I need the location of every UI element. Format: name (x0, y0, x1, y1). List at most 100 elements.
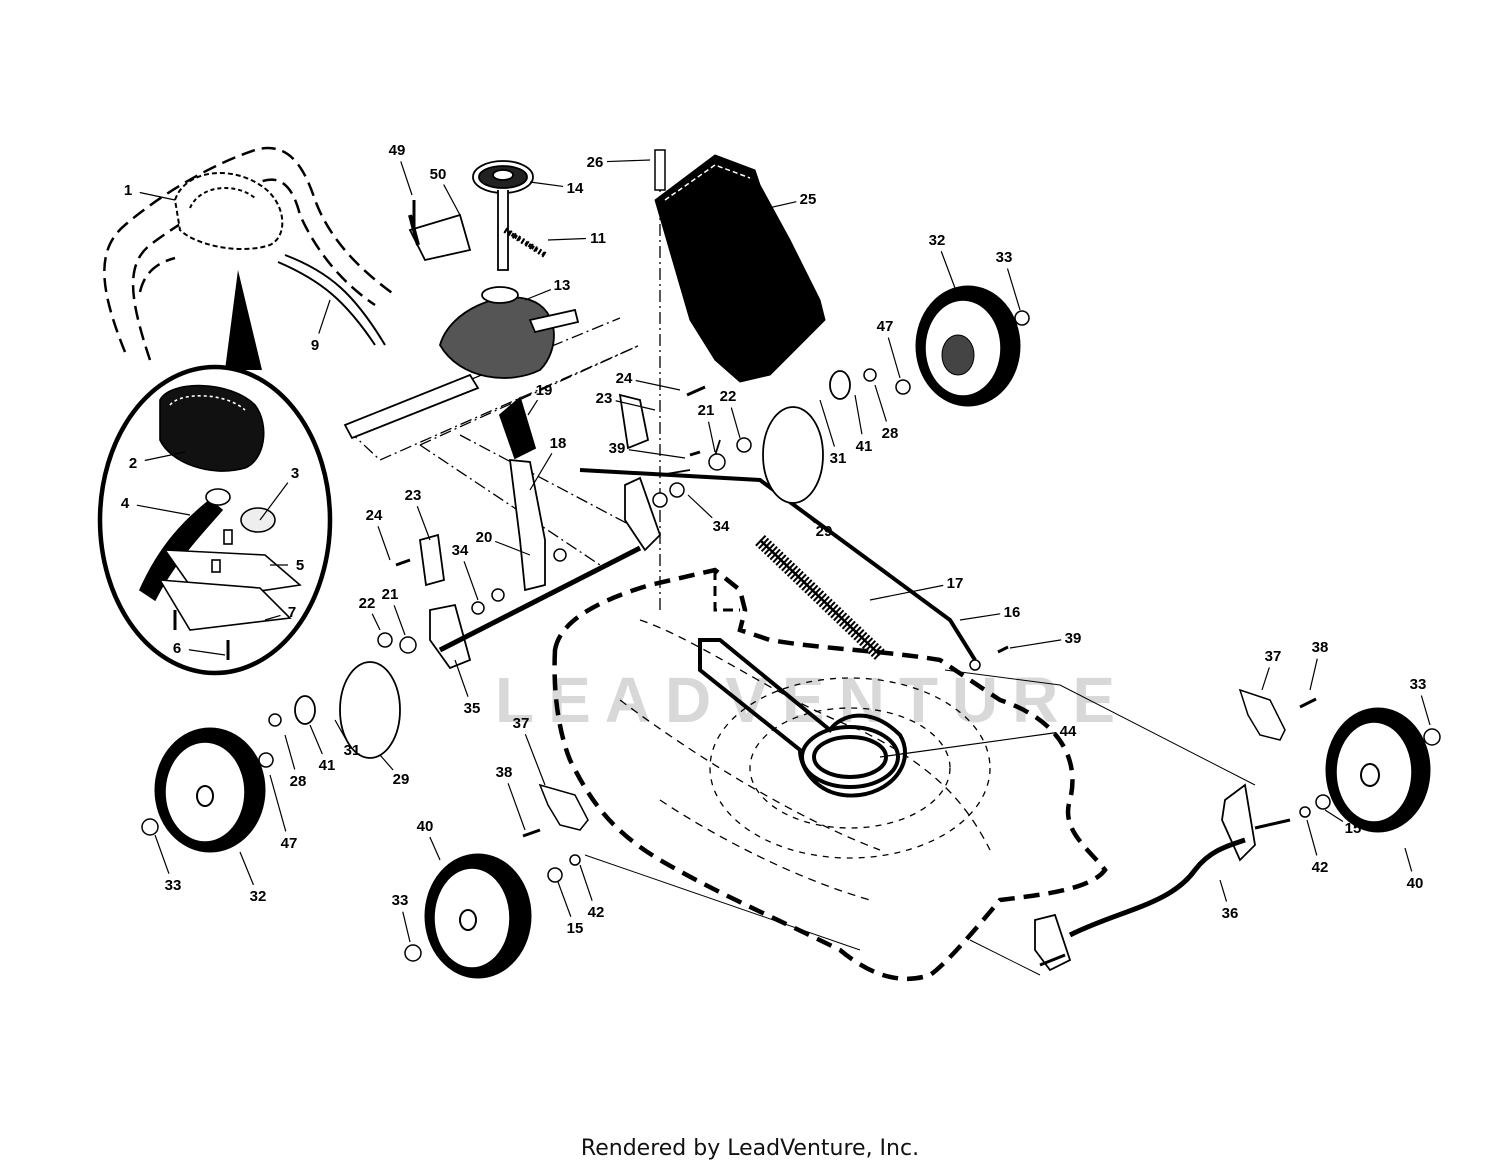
leader-line-3 (259, 482, 289, 521)
leader-line-4 (136, 504, 191, 516)
leader-line-39 (1009, 639, 1062, 649)
part-label-13: 13 (554, 277, 571, 294)
part-label-41: 41 (856, 438, 873, 455)
leader-line-47 (887, 337, 901, 379)
leader-line-16 (959, 613, 1001, 621)
leader-line-33 (1006, 268, 1021, 311)
part-label-29: 29 (393, 771, 410, 788)
leader-line-34 (687, 494, 713, 519)
part-label-44: 44 (1060, 723, 1077, 740)
chute-detail (664, 164, 751, 201)
part-label-41: 41 (319, 757, 336, 774)
part-label-7: 7 (288, 604, 296, 621)
wheel-front-left (154, 727, 266, 853)
part-label-32: 32 (250, 888, 267, 905)
leader-line-18 (529, 453, 553, 491)
leader-line-49 (400, 161, 413, 196)
part-label-35: 35 (464, 700, 481, 717)
leader-line-21 (393, 605, 406, 636)
part-label-40: 40 (1407, 875, 1424, 892)
part-label-29: 29 (816, 523, 833, 540)
part-label-42: 42 (1312, 859, 1329, 876)
leader-line-1 (139, 191, 176, 201)
hardware-bolts (395, 200, 1317, 838)
leader-line-38 (507, 783, 526, 831)
wheel-rear-right (1325, 707, 1431, 833)
part-label-22: 22 (720, 388, 737, 405)
leader-line-35 (454, 659, 469, 697)
spring-drawing (755, 534, 885, 661)
part-label-39: 39 (1065, 630, 1082, 647)
leader-line-41 (854, 394, 863, 435)
leader-line-40 (429, 836, 441, 861)
leader-line-50 (443, 184, 461, 216)
baffle-drawing (698, 638, 907, 798)
bolt-26 (654, 149, 666, 191)
leader-line-29 (794, 504, 816, 524)
callout-pointer (225, 270, 262, 370)
thin-leader-lines (584, 669, 1256, 976)
part-label-33: 33 (1410, 676, 1427, 693)
leader-line-32 (239, 851, 255, 886)
part-label-38: 38 (496, 764, 513, 781)
leader-line-36 (1219, 879, 1228, 902)
label-leader-lines (136, 159, 1431, 943)
leader-line-19 (527, 399, 539, 416)
brackets-37 (538, 688, 1286, 831)
leader-line-31 (334, 719, 347, 740)
deck-drawing (552, 567, 1108, 982)
transmission-drawing (343, 160, 580, 440)
part-label-47: 47 (281, 835, 298, 852)
part-label-18: 18 (550, 435, 567, 452)
part-label-5: 5 (296, 557, 304, 574)
leader-line-33 (402, 911, 411, 943)
leader-line-2 (144, 451, 186, 462)
part-label-26: 26 (587, 154, 604, 171)
leader-line-23 (416, 506, 431, 541)
part-label-47: 47 (877, 318, 894, 335)
leader-line-32 (940, 251, 956, 289)
part-label-36: 36 (1222, 905, 1239, 922)
part-label-39: 39 (609, 440, 626, 457)
leader-line-24 (635, 379, 681, 391)
part-label-23: 23 (596, 390, 613, 407)
chute-drawing (654, 154, 826, 383)
leader-line-42 (579, 864, 593, 901)
leader-line-33 (1420, 695, 1431, 726)
part-label-50: 50 (430, 166, 447, 183)
leader-line-31 (819, 399, 836, 447)
leader-line-22 (371, 613, 381, 631)
leader-line-47 (269, 774, 287, 832)
part-label-38: 38 (1312, 639, 1329, 656)
leader-line-11 (547, 237, 587, 241)
leader-line-17 (869, 584, 944, 601)
part-label-20: 20 (476, 529, 493, 546)
part-label-37: 37 (1265, 648, 1282, 665)
part-label-34: 34 (713, 518, 730, 535)
leader-line-28 (284, 734, 296, 770)
part-label-49: 49 (389, 142, 406, 159)
watermark-text: LEADVENTURE (495, 664, 1129, 736)
part-label-33: 33 (392, 892, 409, 909)
part-label-6: 6 (173, 640, 181, 657)
part-label-4: 4 (121, 495, 130, 512)
leader-line-23 (615, 400, 656, 411)
leader-line-9 (318, 299, 331, 334)
hardware-nuts-washers (141, 310, 1441, 962)
part-label-15: 15 (1345, 820, 1362, 837)
part-label-21: 21 (698, 402, 715, 419)
leader-line-22 (730, 407, 741, 439)
hubcaps (294, 370, 851, 759)
callout-parts (138, 384, 302, 660)
part-label-1: 1 (124, 182, 132, 199)
leader-line-42 (1306, 819, 1318, 856)
leader-line-41 (309, 724, 323, 755)
bail-lever-drawing (173, 172, 284, 251)
leader-line-26 (606, 159, 651, 163)
leader-line-38 (1309, 658, 1318, 691)
leader-line-28 (874, 384, 887, 422)
part-label-14: 14 (567, 180, 584, 197)
leader-line-24 (377, 526, 391, 561)
part-label-17: 17 (947, 575, 964, 592)
